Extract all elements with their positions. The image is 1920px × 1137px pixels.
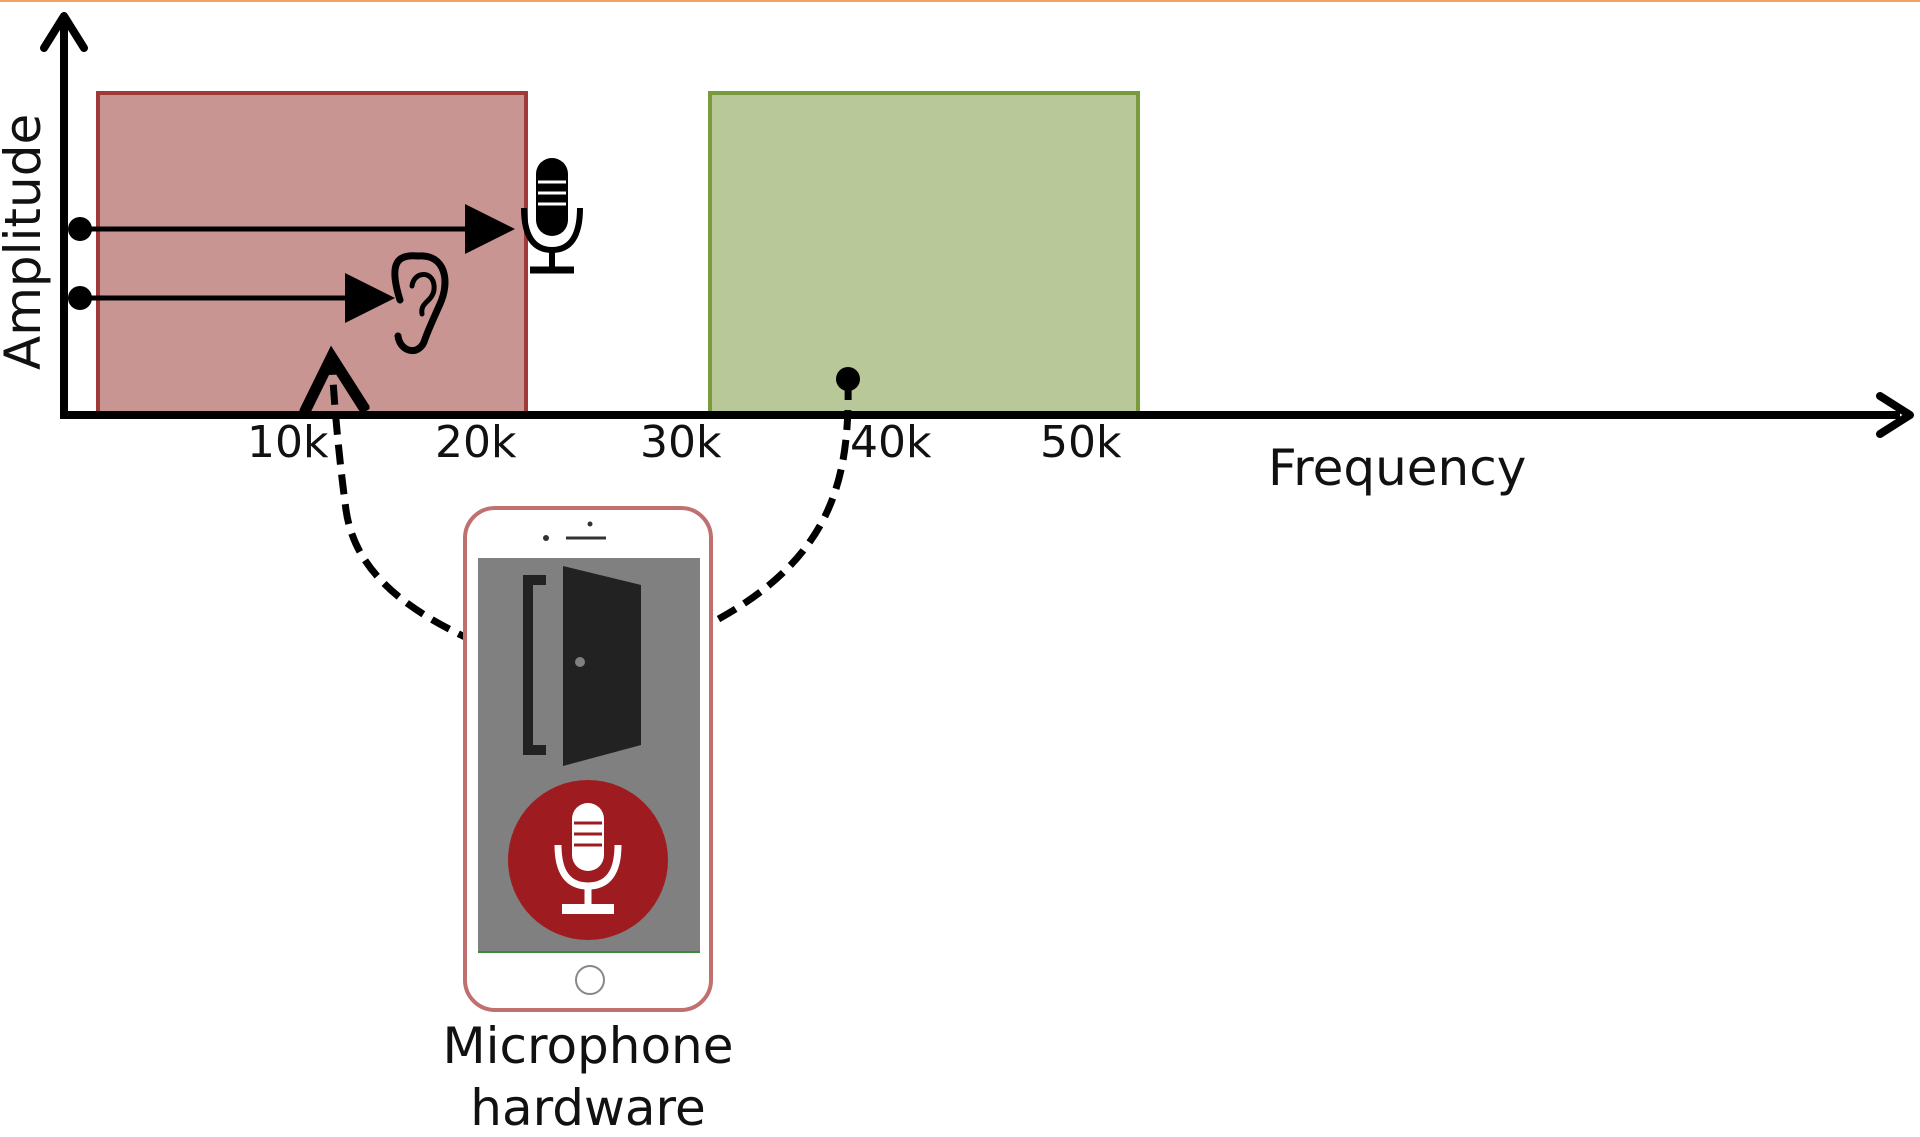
ultrasonic-band [708,91,1140,417]
door-icon [523,566,641,766]
y-axis [40,12,88,419]
audible-band [96,91,528,417]
x-tick-label: 30k [640,417,722,468]
x-tick-label: 20k [435,417,517,468]
x-tick-label: 40k [850,417,932,468]
ear-icon [391,252,449,354]
arrow-to-microphone [68,204,515,254]
x-axis [60,392,1914,438]
microphone-icon [521,158,583,274]
x-axis-label: Frequency [1268,439,1526,497]
x-tick-label: 50k [1040,417,1122,468]
dashed-arrow-from-ultrasonic-band [652,367,860,650]
caption-line-1: Microphone [442,1017,733,1075]
caption-line-2: hardware [470,1079,706,1132]
phone-camera [543,535,549,541]
arrow-to-ear [68,273,395,323]
home-button [575,965,605,995]
record-microphone-icon [508,780,668,940]
y-axis-label: Amplitude [0,114,52,370]
x-tick-label: 10k [247,417,329,468]
